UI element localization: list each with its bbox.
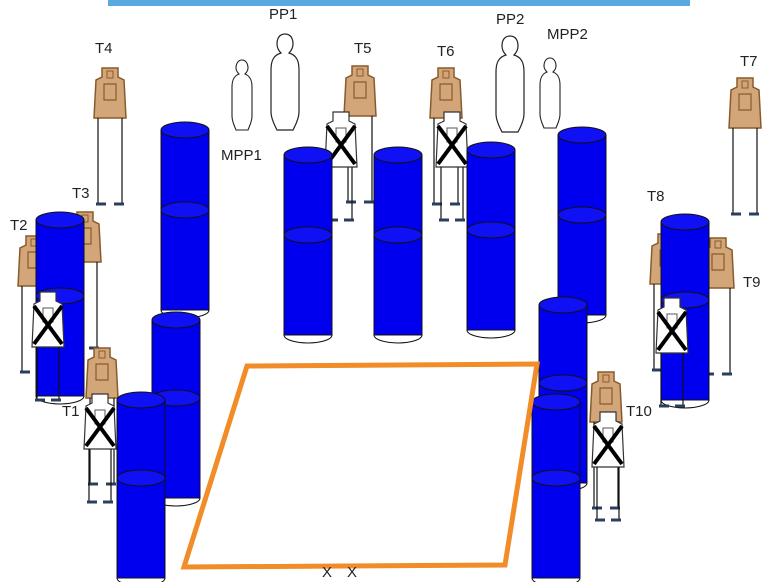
mini-popper-mpp1 bbox=[231, 59, 253, 131]
label-t2: T2 bbox=[10, 217, 28, 234]
target-t7 bbox=[727, 76, 763, 216]
start-mark: X bbox=[322, 564, 332, 581]
barrel bbox=[531, 469, 581, 587]
label-pp2: PP2 bbox=[496, 11, 524, 28]
popper-pp1 bbox=[270, 33, 300, 131]
label-t8: T8 bbox=[647, 188, 665, 205]
barrel bbox=[373, 226, 423, 344]
barrel bbox=[283, 226, 333, 344]
start-mark: X bbox=[347, 564, 357, 581]
label-pp1: PP1 bbox=[269, 6, 297, 23]
label-t4: T4 bbox=[95, 40, 113, 57]
mini-popper-mpp2 bbox=[539, 57, 561, 129]
popper-pp2 bbox=[495, 35, 525, 133]
label-t10: T10 bbox=[626, 403, 652, 420]
label-t1: T1 bbox=[62, 403, 80, 420]
label-t5: T5 bbox=[354, 40, 372, 57]
shooting-box bbox=[180, 361, 540, 570]
no-shoot-target bbox=[82, 392, 118, 504]
no-shoot-target bbox=[590, 410, 626, 522]
label-t6: T6 bbox=[437, 43, 455, 60]
barrel bbox=[466, 221, 516, 339]
barrel bbox=[116, 469, 166, 587]
target-t4 bbox=[92, 66, 128, 206]
barrel bbox=[160, 201, 210, 319]
label-t3: T3 bbox=[72, 185, 90, 202]
label-t9: T9 bbox=[743, 274, 761, 291]
top-bar bbox=[108, 0, 690, 6]
label-t7: T7 bbox=[740, 53, 758, 70]
label-mpp1: MPP1 bbox=[221, 147, 262, 164]
label-mpp2: MPP2 bbox=[547, 26, 588, 43]
